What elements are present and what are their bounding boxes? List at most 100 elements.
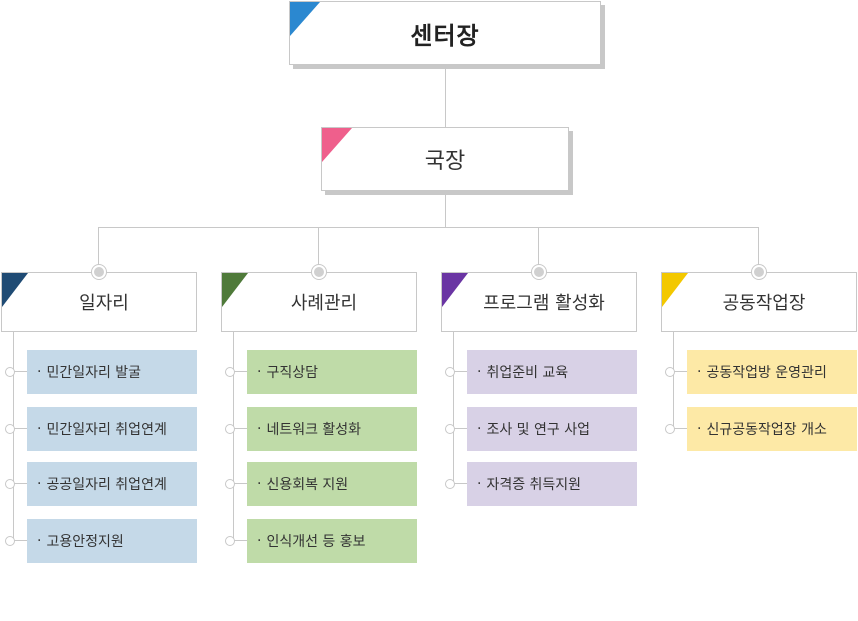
list-item-label: 구직상담: [266, 365, 318, 381]
department-box[interactable]: 공동작업장: [661, 272, 857, 332]
list-item-label: 자격증 취득지원: [486, 477, 582, 493]
list-item-label: 민간일자리 취업연계: [46, 422, 167, 438]
item-list-connector: [13, 331, 14, 541]
item-node: [445, 479, 455, 489]
bullet-icon: ·: [477, 364, 482, 380]
item-connector: [10, 371, 27, 372]
connector-director-down: [445, 194, 446, 227]
item-connector: [450, 483, 467, 484]
connector-node: [312, 265, 326, 279]
connector-node: [752, 265, 766, 279]
list-item-label: 고용안정지원: [46, 534, 124, 550]
bullet-icon: ·: [257, 364, 262, 380]
list-item[interactable]: ·신용회복 지원: [225, 462, 417, 506]
list-item-label: 조사 및 연구 사업: [486, 422, 590, 438]
list-item[interactable]: ·고용안정지원: [5, 519, 197, 563]
chief-corner-accent: [290, 2, 320, 36]
item-connector: [10, 483, 27, 484]
bullet-icon: ·: [257, 421, 262, 437]
item-connector: [10, 540, 27, 541]
item-node: [225, 479, 235, 489]
item-connector: [230, 483, 247, 484]
department-box[interactable]: 일자리: [1, 272, 197, 332]
department-title: 사례관리: [290, 293, 358, 314]
item-list-connector: [673, 331, 674, 429]
bullet-icon: ·: [37, 476, 42, 492]
director-corner-accent: [322, 128, 352, 162]
item-node: [5, 367, 15, 377]
item-connector: [670, 428, 687, 429]
list-item[interactable]: ·신규공동작업장 개소: [665, 407, 857, 451]
list-item-label: 네트워크 활성화: [266, 422, 362, 438]
item-connector: [450, 428, 467, 429]
list-item-label: 신용회복 지원: [266, 477, 349, 493]
item-node: [225, 536, 235, 546]
connector-dept-4: [758, 227, 759, 267]
connector-horizontal: [98, 227, 759, 228]
bullet-icon: ·: [697, 364, 702, 380]
list-item[interactable]: ·취업준비 교육: [445, 350, 637, 394]
item-list-connector: [453, 331, 454, 484]
list-item-label: 공동작업방 운영관리: [706, 365, 827, 381]
item-node: [445, 367, 455, 377]
bullet-icon: ·: [37, 533, 42, 549]
connector-node: [532, 265, 546, 279]
item-node: [5, 424, 15, 434]
bullet-icon: ·: [257, 533, 262, 549]
department-item-list: ·취업준비 교육·조사 및 연구 사업·자격증 취득지원: [441, 331, 637, 571]
bullet-icon: ·: [257, 476, 262, 492]
item-node: [445, 424, 455, 434]
department-corner-accent: [222, 273, 248, 307]
department-title: 공동작업장: [722, 293, 806, 314]
list-item[interactable]: ·공동작업방 운영관리: [665, 350, 857, 394]
item-node: [5, 479, 15, 489]
list-item[interactable]: ·네트워크 활성화: [225, 407, 417, 451]
list-item-label: 취업준비 교육: [486, 365, 569, 381]
item-connector: [450, 371, 467, 372]
bullet-icon: ·: [37, 364, 42, 380]
department-corner-accent: [442, 273, 468, 307]
connector-chief-director: [445, 66, 446, 127]
bullet-icon: ·: [477, 421, 482, 437]
list-item-label: 신규공동작업장 개소: [706, 422, 827, 438]
item-connector: [230, 371, 247, 372]
department-item-list: ·공동작업방 운영관리·신규공동작업장 개소: [661, 331, 857, 571]
list-item[interactable]: ·자격증 취득지원: [445, 462, 637, 506]
list-item[interactable]: ·민간일자리 취업연계: [5, 407, 197, 451]
item-node: [225, 424, 235, 434]
list-item[interactable]: ·구직상담: [225, 350, 417, 394]
list-item[interactable]: ·인식개선 등 홍보: [225, 519, 417, 563]
department-item-list: ·민간일자리 발굴·민간일자리 취업연계·공공일자리 취업연계·고용안정지원: [1, 331, 197, 571]
item-node: [665, 424, 675, 434]
bullet-icon: ·: [477, 476, 482, 492]
department-title: 프로그램 활성화: [483, 293, 605, 314]
item-connector: [230, 428, 247, 429]
list-item-label: 민간일자리 발굴: [46, 365, 142, 381]
list-item[interactable]: ·조사 및 연구 사업: [445, 407, 637, 451]
connector-dept-3: [538, 227, 539, 267]
department-item-list: ·구직상담·네트워크 활성화·신용회복 지원·인식개선 등 홍보: [221, 331, 417, 571]
chief-box[interactable]: 센터장: [289, 1, 601, 65]
chief-title: 센터장: [410, 21, 480, 50]
department-corner-accent: [662, 273, 688, 307]
department-title: 일자리: [79, 293, 129, 314]
department-corner-accent: [2, 273, 28, 307]
connector-dept-2: [318, 227, 319, 267]
director-box[interactable]: 국장: [321, 127, 569, 191]
connector-node: [92, 265, 106, 279]
item-node: [665, 367, 675, 377]
item-connector: [10, 428, 27, 429]
list-item-label: 공공일자리 취업연계: [46, 477, 167, 493]
list-item-label: 인식개선 등 홍보: [266, 534, 366, 550]
item-node: [225, 367, 235, 377]
item-connector: [670, 371, 687, 372]
list-item[interactable]: ·민간일자리 발굴: [5, 350, 197, 394]
item-list-connector: [233, 331, 234, 541]
list-item[interactable]: ·공공일자리 취업연계: [5, 462, 197, 506]
department-box[interactable]: 프로그램 활성화: [441, 272, 637, 332]
connector-dept-1: [98, 227, 99, 267]
item-node: [5, 536, 15, 546]
bullet-icon: ·: [37, 421, 42, 437]
department-box[interactable]: 사례관리: [221, 272, 417, 332]
director-title: 국장: [424, 149, 466, 174]
